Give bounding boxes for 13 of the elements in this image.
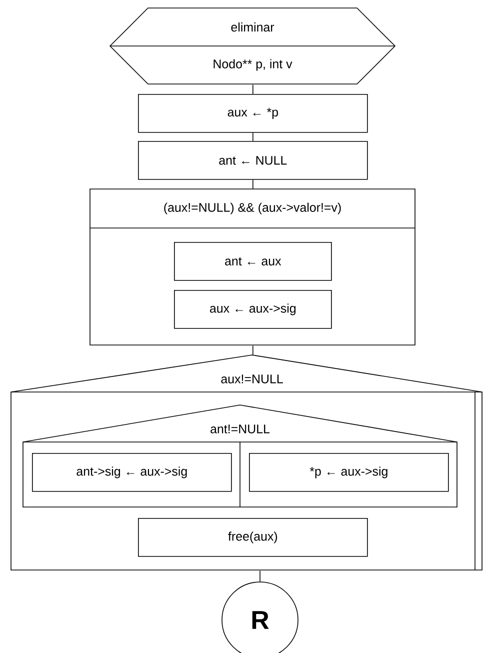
process-box: aux ← *p	[138, 94, 368, 133]
process-box: ant ← NULL	[138, 141, 368, 180]
process-box: ant->sig ← aux->sig	[32, 453, 232, 492]
connector-line	[252, 84, 254, 94]
process-box: free(aux)	[138, 518, 368, 557]
connector-line	[252, 345, 254, 356]
process-box: ant ← aux	[174, 242, 332, 281]
connector-line	[252, 179, 254, 190]
node-label: ant!=NULL	[210, 424, 270, 434]
process-box: aux ← aux->sig	[174, 290, 332, 329]
connector-line	[252, 132, 254, 142]
node-label: aux!=NULL	[221, 374, 283, 384]
process-box: *p ← aux->sig	[249, 453, 449, 492]
